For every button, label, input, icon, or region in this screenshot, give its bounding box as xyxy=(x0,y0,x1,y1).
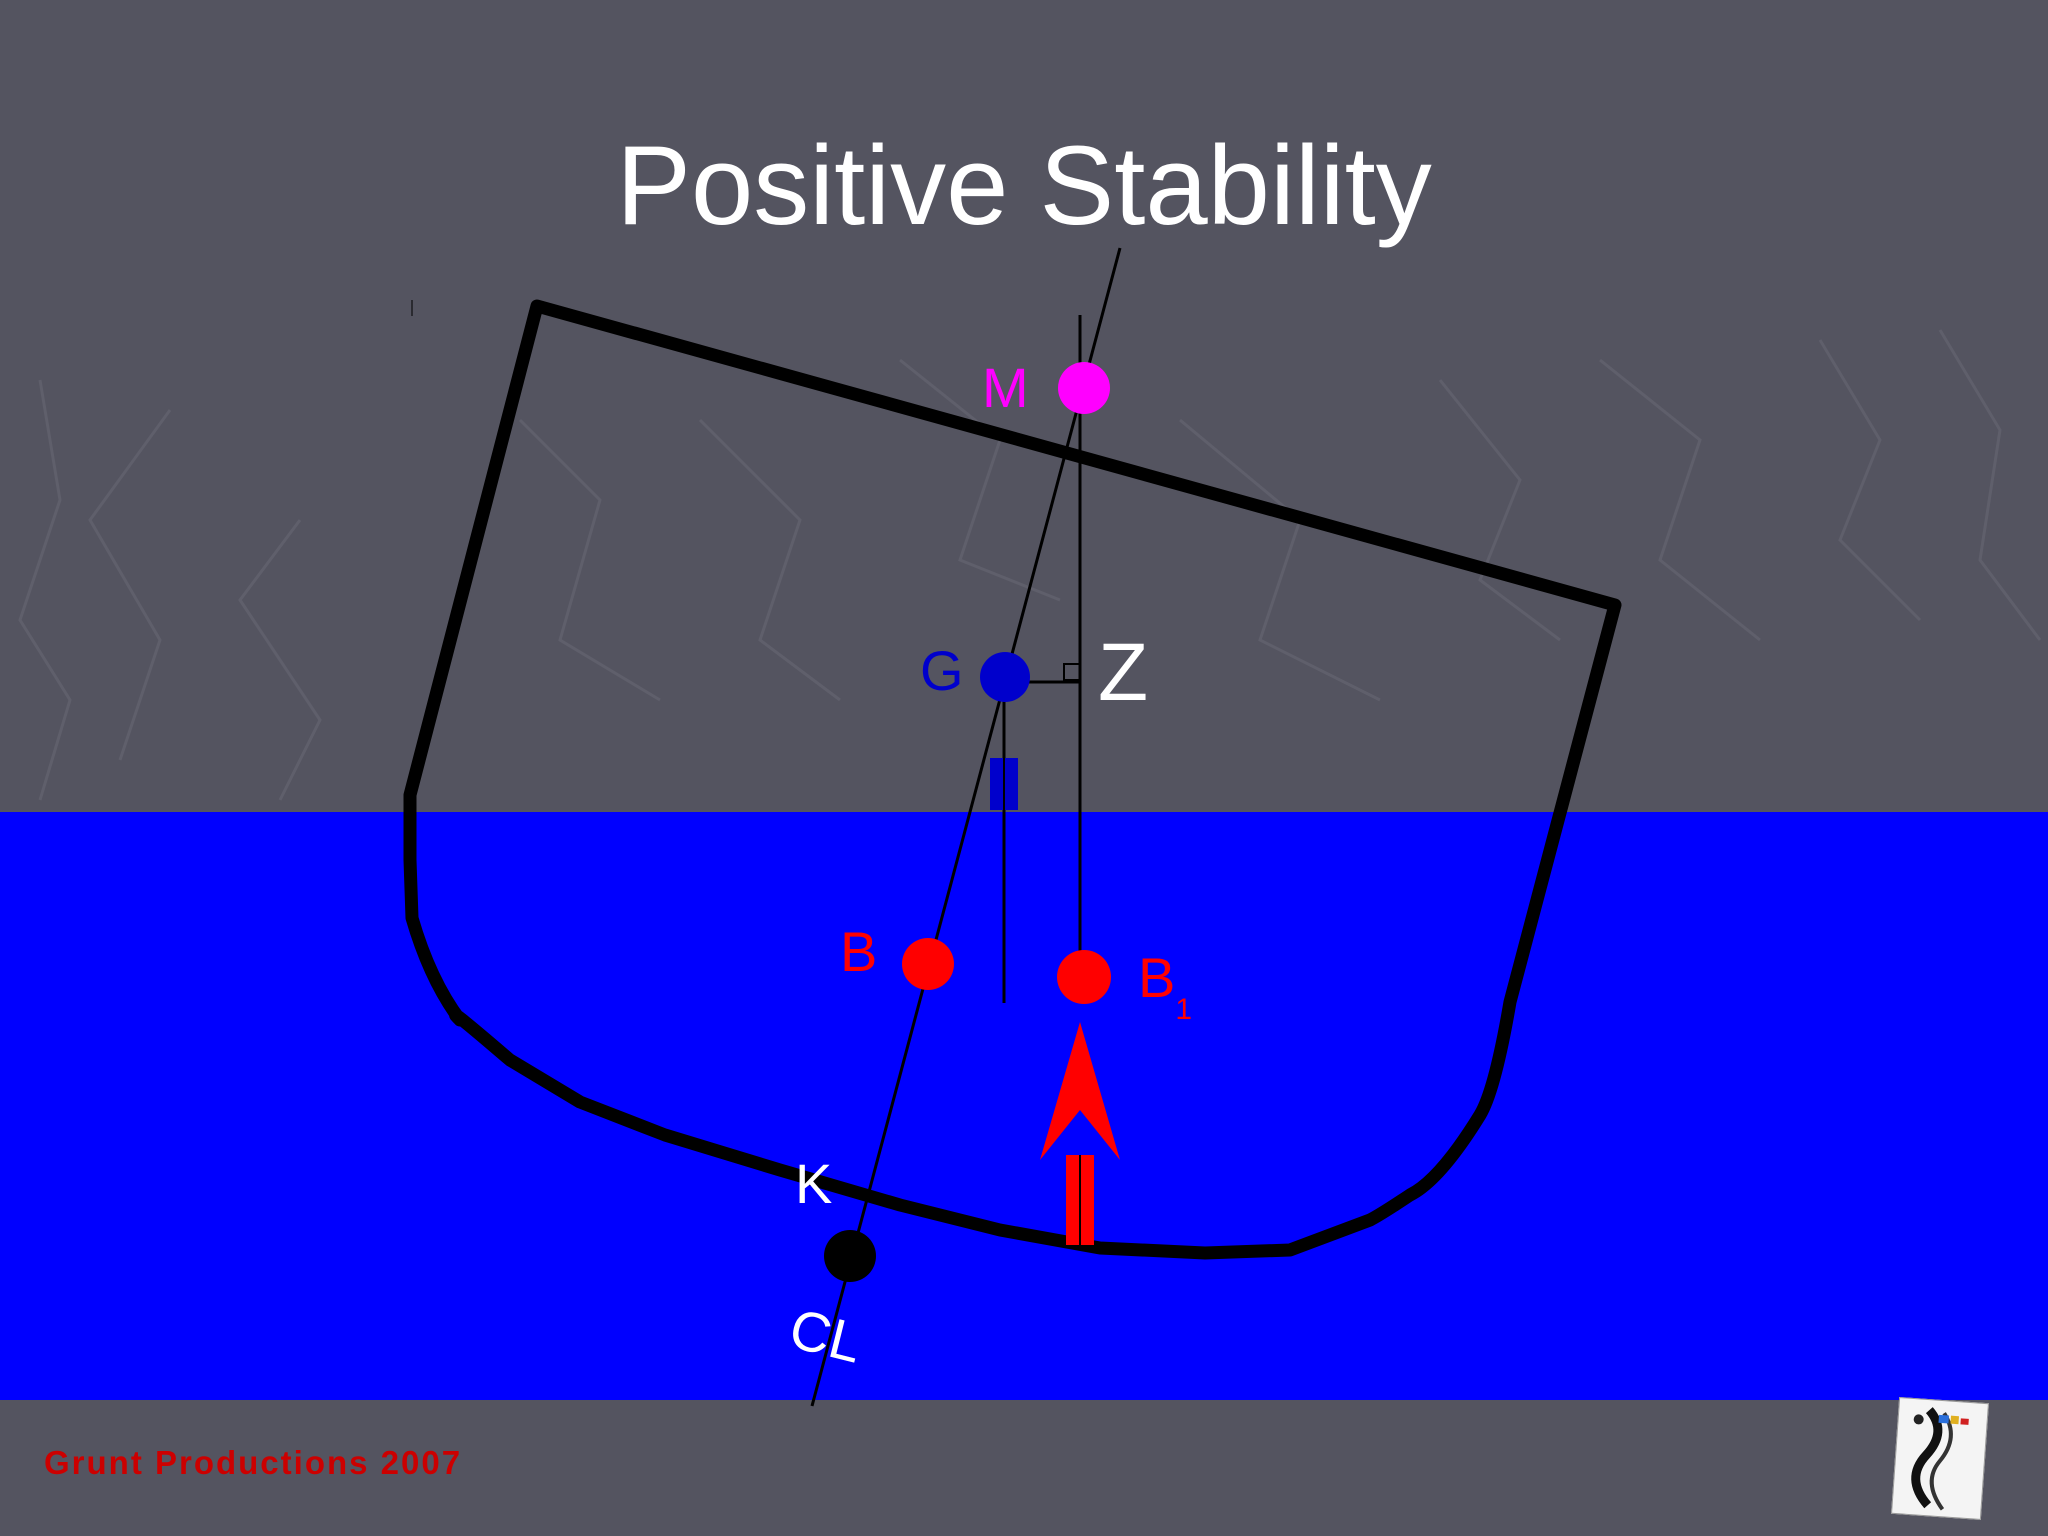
ship-hull xyxy=(403,299,1622,1260)
grunt-productions-logo xyxy=(1891,1397,1989,1520)
label-center-of-gravity: G xyxy=(920,639,964,702)
ship-centerline xyxy=(810,247,1122,1407)
keel-point xyxy=(824,1230,876,1282)
label-b1-subscript: 1 xyxy=(1175,993,1193,1026)
center-of-gravity-point xyxy=(980,652,1030,702)
label-b1-letter: B xyxy=(1138,946,1176,1009)
label-righting-arm-point: Z xyxy=(1098,627,1149,718)
label-keel: K xyxy=(795,1152,833,1215)
footer-credit: Grunt Productions 2007 xyxy=(44,1444,463,1481)
metacenter-point xyxy=(1058,362,1110,414)
label-new-center-of-buoyancy: B1 xyxy=(1138,950,1192,1025)
buoyancy-force-arrow xyxy=(1040,1022,1120,1245)
center-of-buoyancy-point xyxy=(902,938,954,990)
new-center-of-buoyancy-point xyxy=(1057,950,1111,1004)
water-area xyxy=(0,812,2048,1400)
slide-title: Positive Stability xyxy=(616,123,1432,248)
label-metacenter: M xyxy=(982,356,1029,419)
right-angle-marker xyxy=(1063,663,1081,681)
label-center-of-buoyancy: B xyxy=(840,920,878,983)
